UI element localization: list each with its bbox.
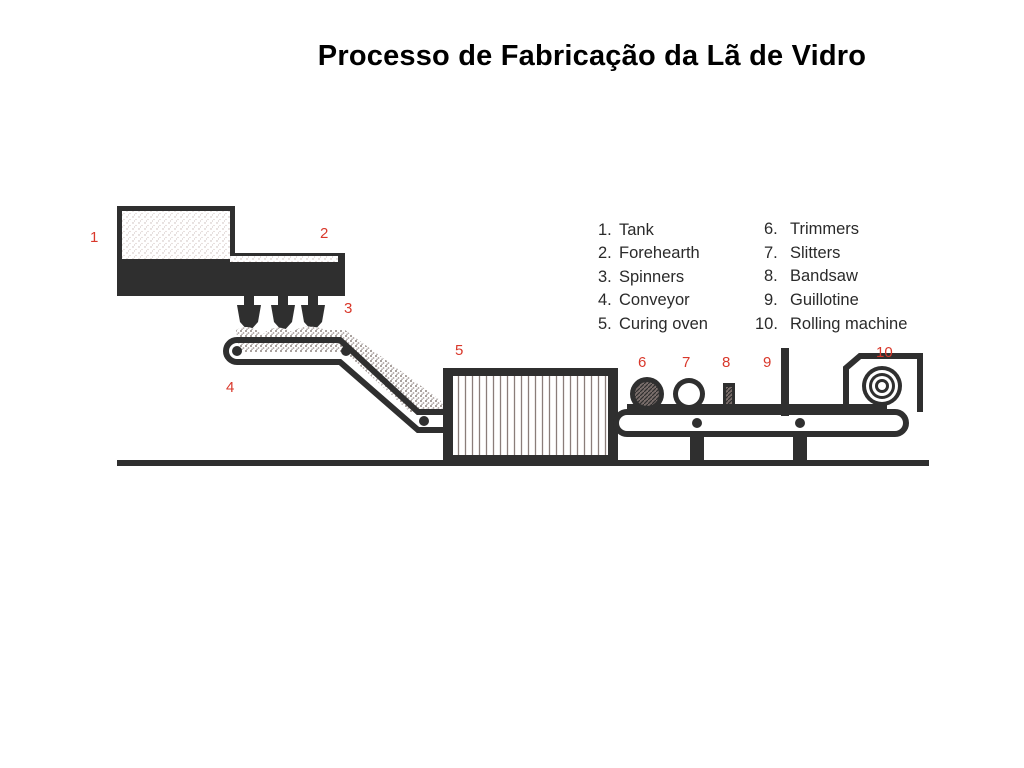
marker-10: 10 — [876, 344, 893, 361]
spinners — [237, 283, 325, 332]
legend-num-5: 5. — [598, 315, 612, 333]
legend: 1. Tank 2. Forehearth 3. Spinners 4. Con… — [598, 220, 907, 333]
trimmers — [630, 377, 664, 411]
curing-oven — [443, 368, 618, 463]
legend-num-4: 4. — [598, 291, 612, 309]
marker-8: 8 — [722, 354, 730, 371]
legend-num-7: 7. — [764, 244, 778, 262]
marker-2: 2 — [320, 225, 328, 242]
legend-label-9: Guillotine — [790, 291, 859, 309]
rolling-machine — [843, 353, 923, 412]
tank — [117, 206, 345, 296]
guillotine — [781, 348, 789, 416]
legend-num-8: 8. — [764, 267, 778, 285]
slide-title: Processo de Fabricação da Lã de Vidro — [317, 40, 867, 72]
marker-5: 5 — [455, 342, 463, 359]
legend-label-8: Bandsaw — [790, 267, 858, 285]
output-conveyor — [613, 404, 909, 462]
legend-num-6: 6. — [764, 220, 778, 238]
legend-num-3: 3. — [598, 268, 612, 286]
legend-num-10: 10. — [755, 315, 778, 333]
legend-label-6: Trimmers — [790, 220, 859, 238]
legend-num-2: 2. — [598, 244, 612, 262]
legend-num-1: 1. — [598, 221, 612, 239]
bandsaw — [723, 383, 735, 407]
legend-label-2: Forehearth — [619, 244, 700, 262]
legend-label-5: Curing oven — [619, 315, 708, 333]
slitters — [673, 378, 705, 410]
legend-label-1: Tank — [619, 221, 655, 239]
marker-6: 6 — [638, 354, 646, 371]
marker-1: 1 — [90, 229, 98, 246]
marker-7: 7 — [682, 354, 690, 371]
legend-label-4: Conveyor — [619, 291, 690, 309]
marker-3: 3 — [344, 300, 352, 317]
marker-9: 9 — [763, 354, 771, 371]
marker-4: 4 — [226, 379, 234, 396]
legend-label-10: Rolling machine — [790, 315, 907, 333]
legend-label-7: Slitters — [790, 244, 840, 262]
legend-num-9: 9. — [764, 291, 778, 309]
legend-label-3: Spinners — [619, 268, 684, 286]
